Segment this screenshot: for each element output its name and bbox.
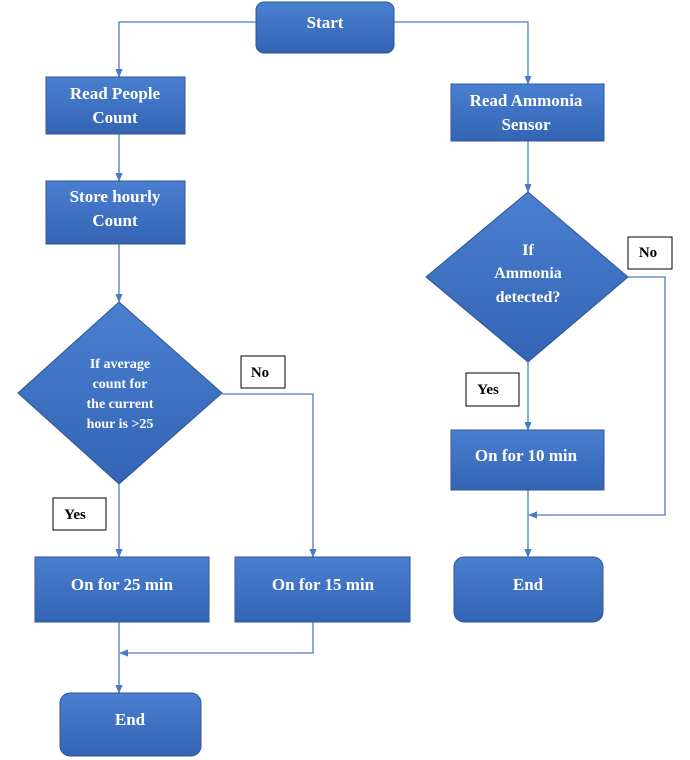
end-left-node: End bbox=[59, 692, 202, 757]
on-10-min-label: On for 10 min bbox=[475, 446, 578, 465]
end-right-label: End bbox=[513, 575, 544, 594]
connector-start-to-read-ammonia bbox=[394, 21, 532, 85]
start-node: Start bbox=[255, 1, 395, 54]
read-people-count-node: Read People Count bbox=[45, 76, 186, 135]
read-ammonia-line-2: Sensor bbox=[501, 115, 551, 134]
end-right-node: End bbox=[453, 556, 604, 623]
ammonia-detected-decision: If Ammonia detected? bbox=[425, 191, 629, 363]
average-count-decision: If average count for the current hour is… bbox=[17, 301, 223, 485]
store-hourly-count-node: Store hourly Count bbox=[45, 180, 186, 245]
store-hourly-count-line-2: Count bbox=[92, 211, 138, 230]
read-ammonia-sensor-node: Read Ammonia Sensor bbox=[450, 83, 605, 142]
average-decision-line-2: count for bbox=[93, 377, 148, 392]
average-yes-label-box: Yes bbox=[52, 497, 107, 531]
connector-no-to-on15 bbox=[222, 393, 317, 558]
ammonia-no-label-box: No bbox=[627, 236, 673, 270]
connector-start-to-read-people bbox=[115, 21, 256, 78]
ammonia-no-label: No bbox=[639, 245, 657, 261]
ammonia-decision-line-2: Ammonia bbox=[494, 265, 562, 282]
end-left-label: End bbox=[115, 710, 146, 729]
read-ammonia-line-1: Read Ammonia bbox=[470, 91, 583, 110]
average-no-label: No bbox=[251, 365, 269, 381]
ammonia-yes-label: Yes bbox=[477, 382, 499, 398]
average-decision-line-1: If average bbox=[90, 357, 150, 372]
on-25-min-label: On for 25 min bbox=[71, 575, 174, 594]
connector-on15-to-merge bbox=[119, 622, 314, 657]
read-people-count-line-1: Read People bbox=[70, 84, 161, 103]
connector-ammonia-no-to-merge bbox=[528, 276, 666, 519]
on-10-min-node: On for 10 min bbox=[450, 429, 605, 491]
on-15-min-label: On for 15 min bbox=[272, 575, 375, 594]
start-label: Start bbox=[307, 13, 344, 32]
read-people-count-line-2: Count bbox=[92, 108, 138, 127]
average-no-label-box: No bbox=[240, 355, 286, 389]
average-decision-line-3: the current bbox=[87, 397, 154, 412]
ammonia-decision-line-1: If bbox=[522, 242, 534, 259]
ammonia-decision-line-3: detected? bbox=[496, 289, 561, 306]
ammonia-yes-label-box: Yes bbox=[465, 372, 520, 407]
on-25-min-node: On for 25 min bbox=[34, 556, 210, 623]
store-hourly-count-line-1: Store hourly bbox=[70, 187, 161, 206]
average-decision-line-4: hour is >25 bbox=[87, 417, 154, 432]
connectors bbox=[115, 21, 666, 694]
average-yes-label: Yes bbox=[64, 507, 86, 523]
on-15-min-node: On for 15 min bbox=[234, 556, 411, 623]
